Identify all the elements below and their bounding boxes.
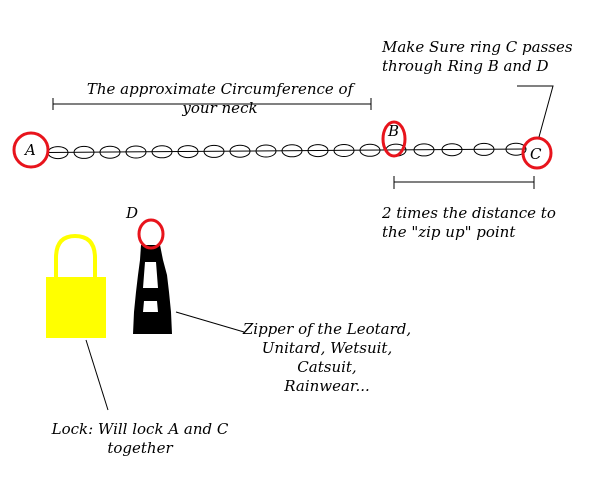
zipper-pointer xyxy=(175,311,245,333)
lock-label: Lock: Will lock A and C together xyxy=(51,420,229,457)
ring-a xyxy=(12,131,50,169)
ring-d-label: D xyxy=(126,204,139,222)
zip-distance-label: 2 times the distance to the "zip up" poi… xyxy=(382,204,556,241)
zipper-label: Zipper of the Leotard, Unitard, Wetsuit,… xyxy=(242,320,412,395)
ring-c xyxy=(521,136,553,170)
ring-c-pointer xyxy=(517,85,554,138)
chain xyxy=(47,142,527,160)
neck-circumference-label: The approximate Circumference of your ne… xyxy=(86,80,354,117)
lock-pointer xyxy=(85,339,109,411)
ring-b-label: B xyxy=(388,122,400,140)
ring-c-label: C xyxy=(530,145,542,163)
padlock-body xyxy=(46,277,106,338)
ring-b xyxy=(381,120,407,158)
ring-c-note: Make Sure ring C passes through Ring B a… xyxy=(382,38,573,75)
zipper-pull xyxy=(133,245,172,334)
ring-d xyxy=(137,218,165,250)
padlock-shackle xyxy=(54,233,97,278)
ring-a-label: A xyxy=(25,141,36,159)
chain-wire xyxy=(47,148,527,153)
